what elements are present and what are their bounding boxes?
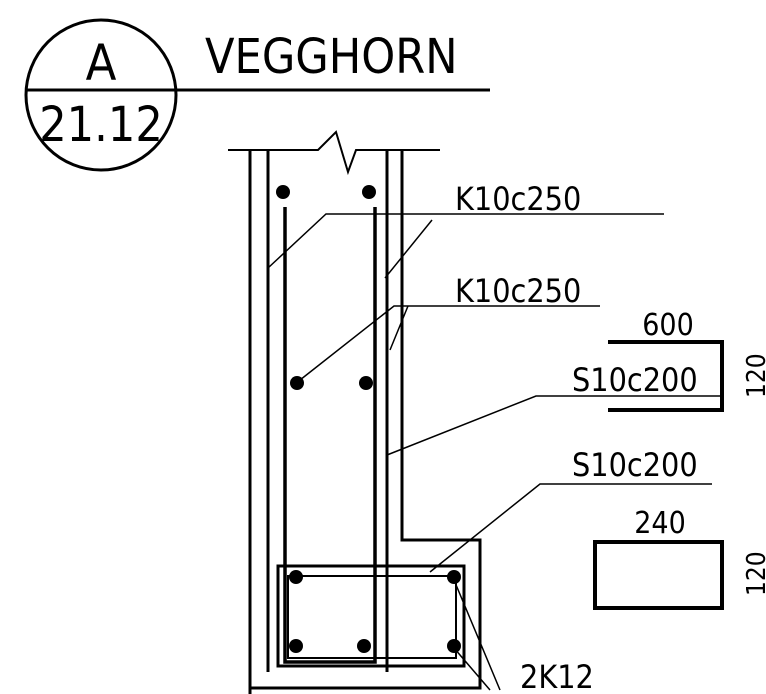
leader-s2 — [429, 483, 712, 573]
wall-rebar — [266, 150, 389, 672]
leader-k1b — [384, 219, 433, 279]
rebar-dot — [359, 376, 373, 390]
shape-u-bar — [608, 340, 724, 412]
detail-callout: A 21.12 VEGGHORN — [24, 18, 490, 172]
leader-2k12 — [453, 579, 501, 691]
shape-s2-height: 120 — [742, 551, 766, 596]
leader-k1 — [267, 213, 664, 269]
label-k10c250-upper: K10c250 — [455, 180, 581, 218]
shape-s1-width: 600 — [642, 308, 694, 343]
detail-circle — [24, 18, 178, 172]
rebar-dot — [289, 639, 303, 653]
rebar-dot — [289, 570, 303, 584]
rebar-dot — [447, 639, 461, 653]
leader-s1 — [386, 395, 720, 456]
leader-k2 — [299, 305, 600, 381]
rebar-dot — [362, 185, 376, 199]
stirrup-inner — [287, 575, 457, 659]
label-k10c250-lower: K10c250 — [455, 272, 581, 310]
label-s10c200-lower: S10c200 — [572, 446, 698, 484]
label-s10c200-upper: S10c200 — [572, 361, 698, 399]
bar-shape-s1: 600 120 — [608, 308, 766, 412]
rebar-dot — [357, 639, 371, 653]
stirrup-outer — [276, 564, 466, 668]
detail-title: VEGGHORN — [205, 29, 458, 85]
bar-shape-s2: 240 120 — [593, 506, 766, 610]
shape-s1-height: 120 — [742, 353, 766, 398]
wall-break-line — [228, 130, 440, 176]
bottom-stirrup — [276, 564, 466, 668]
rebar-dot — [447, 570, 461, 584]
inner-u-bar — [283, 207, 377, 664]
rebar-dot — [276, 185, 290, 199]
detail-sheet-number: 21.12 — [39, 97, 163, 153]
wall-outline — [228, 130, 482, 694]
shape-stirrup — [593, 540, 724, 610]
label-2k12: 2K12 — [520, 658, 594, 694]
rebar-sections — [276, 185, 461, 653]
shape-s2-width: 240 — [634, 506, 686, 541]
wall-profile — [248, 150, 482, 694]
leader-lines — [267, 213, 720, 691]
rebar-labels: K10c250 K10c250 S10c200 S10c200 2K12 — [455, 180, 698, 694]
detail-letter: A — [86, 34, 117, 92]
leader-k2b — [389, 305, 409, 351]
